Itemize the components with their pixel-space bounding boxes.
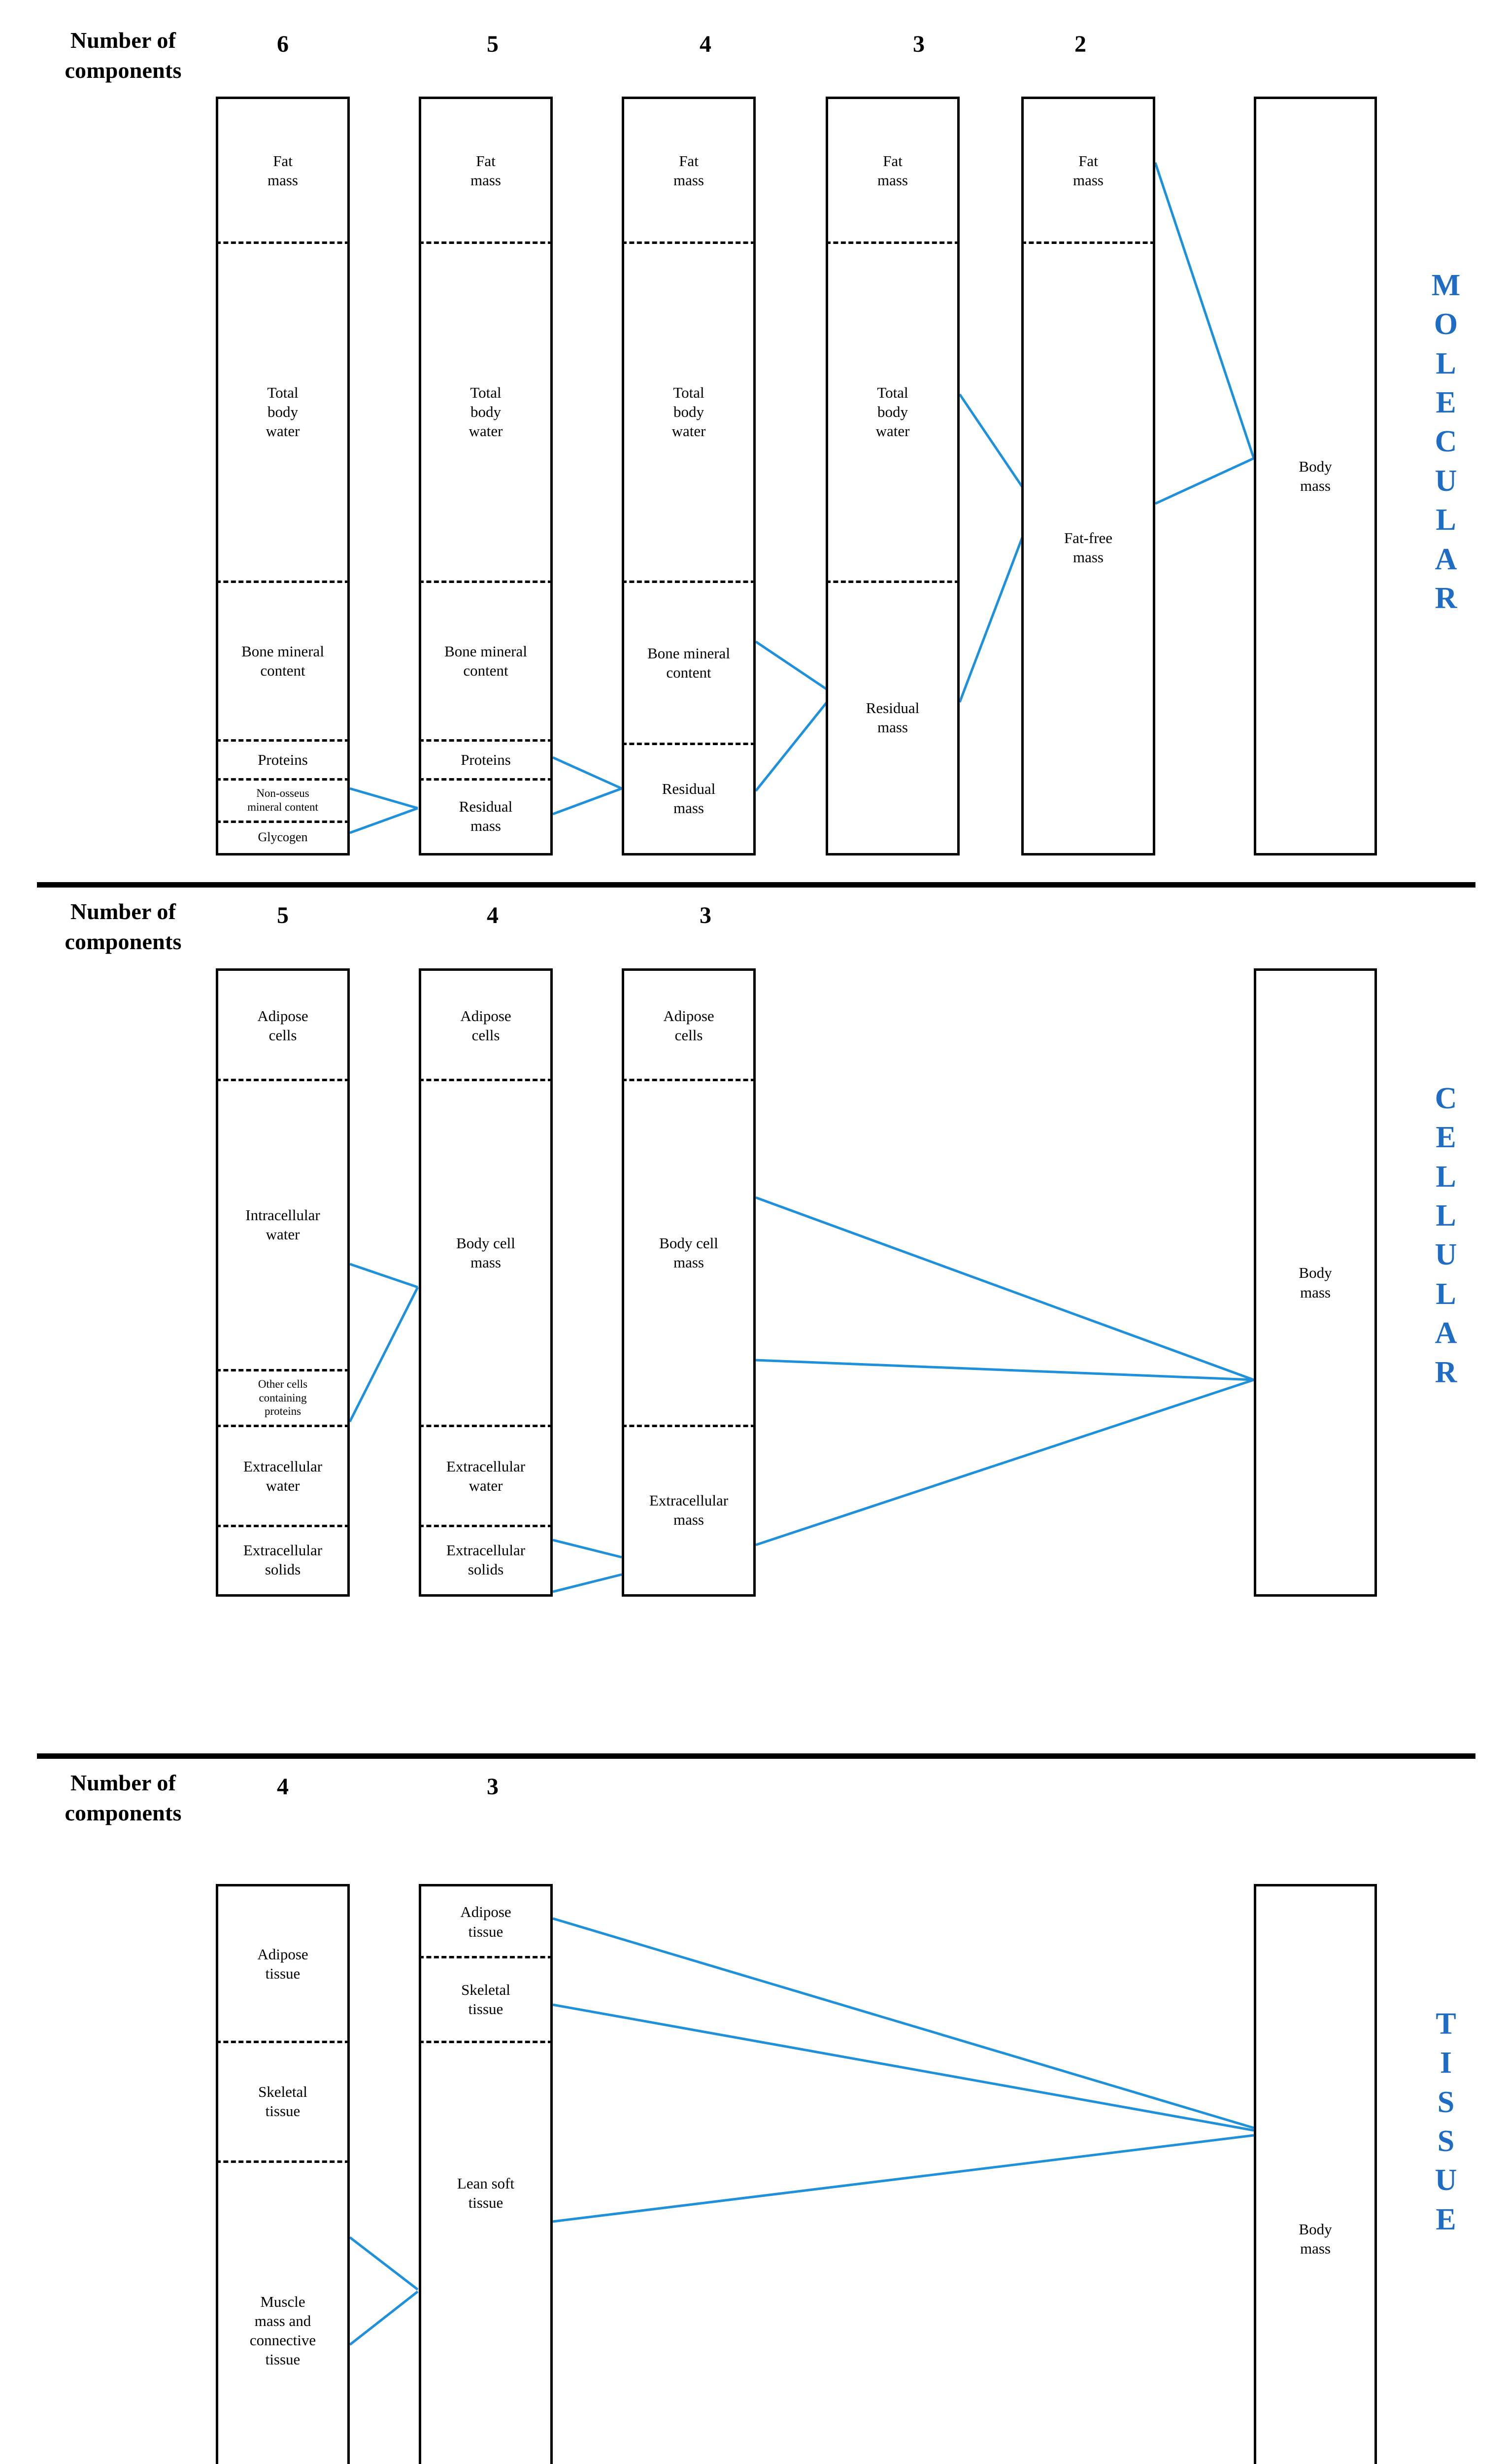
tissue-header-label: Number of components (20, 1768, 227, 1828)
cellular-column-4: Adipose cells Body cell mass Extracellul… (419, 968, 553, 1597)
segment: Bone mineral content (216, 581, 350, 740)
segment: Extracellular mass (622, 1425, 756, 1594)
header-line-1: Number of (70, 1770, 176, 1795)
segment: Total body water (826, 241, 960, 582)
cellular-header-label: Number of components (20, 897, 227, 957)
molecular-column-number-4: 4 (700, 31, 711, 57)
segment: Body mass (1299, 2220, 1332, 2257)
section-divider-2 (37, 1753, 1475, 1759)
cellular-column-number-5: 5 (277, 902, 289, 928)
header-line-2: components (65, 928, 182, 954)
segment: Intracellular water (216, 1079, 350, 1369)
segment: Fat mass (268, 152, 298, 189)
segment: Proteins (216, 739, 350, 780)
segment: Fat-free mass (1021, 241, 1155, 853)
header-line-1: Number of (70, 28, 176, 53)
cellular-column-3: Adipose cells Body cell mass Extracellul… (622, 968, 756, 1597)
molecular-column-number-5: 5 (487, 31, 499, 57)
segment: Adipose tissue (257, 1946, 308, 1983)
molecular-body-mass-column: Body mass (1254, 97, 1377, 856)
segment: Total body water (622, 241, 756, 582)
segment: Body cell mass (419, 1079, 553, 1426)
segment: Extracellular solids (216, 1524, 350, 1594)
segment: Extracellular solids (419, 1524, 553, 1594)
segment: Residual mass (826, 581, 960, 853)
segment: Non-osseus mineral content (216, 778, 350, 821)
segment: Muscle mass and connective tissue (216, 2160, 350, 2464)
segment: Adipose cells (257, 1007, 308, 1044)
cellular-column-number-4: 4 (487, 902, 499, 928)
segment: Fat mass (1073, 152, 1104, 189)
section-molecular: Number of components 6 5 4 3 2 Fat mass … (0, 0, 1507, 885)
cellular-body-mass-column: Body mass (1254, 968, 1377, 1597)
tissue-body-mass-column: Body mass (1254, 1884, 1377, 2464)
segment: Fat mass (877, 152, 908, 189)
molecular-column-6: Fat mass Total body water Bone mineral c… (216, 97, 350, 856)
segment: Total body water (419, 241, 553, 582)
tissue-column-4: Adipose tissue Skeletal tissue Muscle ma… (216, 1884, 350, 2464)
segment: Body cell mass (622, 1079, 756, 1426)
tissue-column-3: Adipose tissue Skeletal tissue Lean soft… (419, 1884, 553, 2464)
segment: Residual mass (622, 743, 756, 853)
segment: Fat mass (470, 152, 501, 189)
header-line-2: components (65, 57, 182, 83)
segment: Bone mineral content (419, 581, 553, 740)
segment: Adipose tissue (460, 1903, 511, 1940)
segment: Total body water (216, 241, 350, 582)
segment: Body mass (1299, 1264, 1332, 1301)
segment: Adipose cells (460, 1007, 511, 1044)
cellular-column-number-3: 3 (700, 902, 711, 928)
header-line-1: Number of (70, 899, 176, 924)
segment: Other cells containing proteins (216, 1369, 350, 1426)
segment: Residual mass (419, 778, 553, 853)
segment: Body mass (1299, 457, 1332, 494)
segment: Extracellular water (419, 1425, 553, 1525)
molecular-header-label: Number of components (20, 26, 227, 85)
molecular-column-number-6: 6 (277, 31, 289, 57)
segment: Adipose cells (663, 1007, 714, 1044)
molecular-column-number-2: 2 (1074, 31, 1086, 57)
molecular-column-number-3: 3 (913, 31, 925, 57)
molecular-column-4: Fat mass Total body water Bone mineral c… (622, 97, 756, 856)
tissue-column-number-3: 3 (487, 1774, 499, 1800)
tissue-column-number-4: 4 (277, 1774, 289, 1800)
segment: Proteins (419, 739, 553, 780)
cellular-column-5: Adipose cells Intracellular water Other … (216, 968, 350, 1597)
molecular-column-3: Fat mass Total body water Residual mass (826, 97, 960, 856)
section-divider-1 (37, 882, 1475, 888)
molecular-column-2: Fat mass Fat-free mass (1021, 97, 1155, 856)
segment: Glycogen (216, 820, 350, 853)
section-cellular: Number of components 5 4 3 Adipose cells… (0, 887, 1507, 1754)
segment: Fat mass (673, 152, 704, 189)
segment: Lean soft tissue (419, 2040, 553, 2345)
segment: Skeletal tissue (419, 1956, 553, 2042)
segment: Bone mineral content (622, 581, 756, 744)
molecular-column-5: Fat mass Total body water Bone mineral c… (419, 97, 553, 856)
section-tissue: Number of components 4 3 Adipose tissue … (0, 1758, 1507, 2464)
header-line-2: components (65, 1800, 182, 1825)
segment: Extracellular water (216, 1425, 350, 1525)
segment: Skeletal tissue (216, 2040, 350, 2161)
